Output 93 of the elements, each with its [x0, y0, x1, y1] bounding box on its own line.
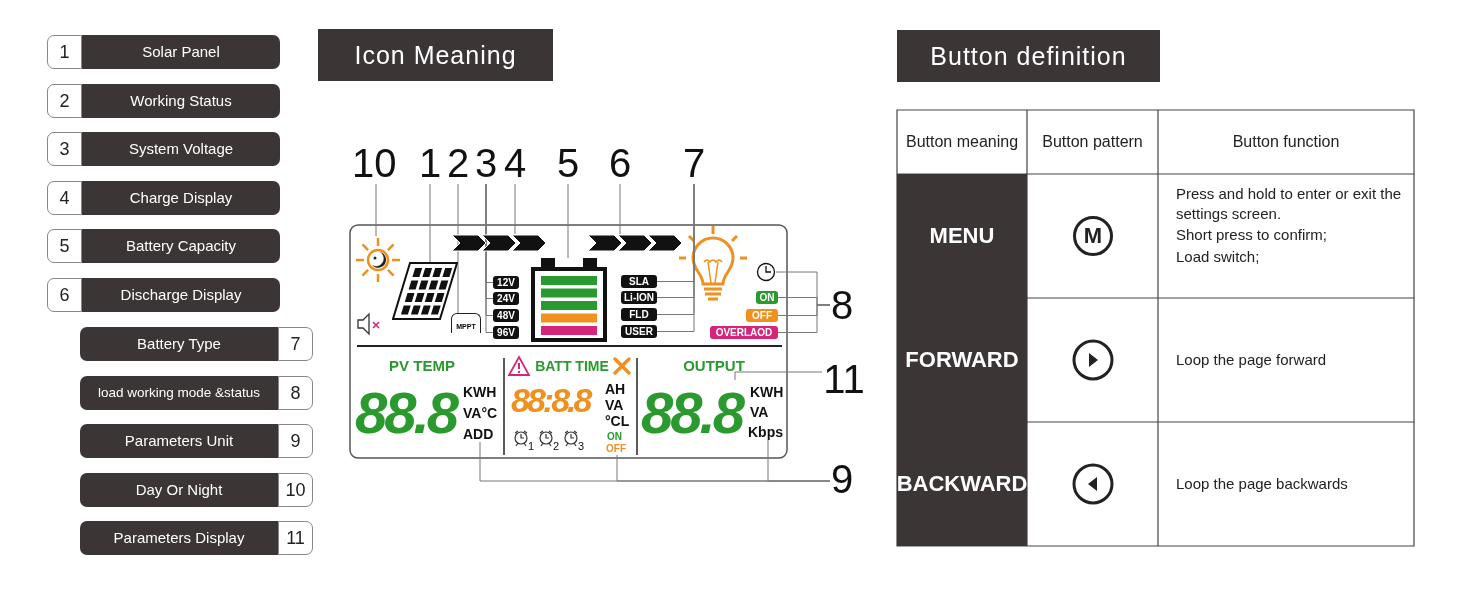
- section-label: OUTPUT: [682, 357, 746, 375]
- number-tab: 11: [278, 521, 313, 555]
- indicator-tag: 48V: [493, 309, 519, 322]
- callout-number: 4: [503, 142, 527, 184]
- solar-panel-icon: [392, 262, 458, 320]
- callout-number: 5: [556, 142, 580, 184]
- number-tab: 8: [278, 376, 313, 410]
- function-text: Press and hold to enter or exit the settings screen.: [1176, 184, 1403, 223]
- indicator-tag: FLD: [621, 308, 657, 321]
- leader-line: [375, 183, 377, 237]
- function-text: Load switch;: [1176, 246, 1261, 266]
- label-bar: Battery Capacity: [82, 229, 280, 263]
- leader-line: [734, 371, 823, 381]
- label-bar: Discharge Display: [82, 278, 280, 312]
- seven-segment-digits: 88:8.8: [511, 381, 592, 419]
- callout-number: 11: [822, 358, 866, 400]
- leader-line: [514, 183, 516, 235]
- indicator-tag: OFF: [746, 309, 778, 322]
- leader-line: [429, 183, 431, 263]
- callout-number: 9: [830, 458, 854, 500]
- alarm-number: 1: [528, 440, 536, 453]
- function-text: Short press to confirm;: [1176, 225, 1328, 245]
- label-bar: Solar Panel: [82, 35, 280, 69]
- unit-text: °CL: [605, 413, 631, 429]
- label-bar: load working mode &status: [80, 376, 278, 410]
- column-header: Button function: [1231, 132, 1341, 152]
- unit-text: KWH: [750, 384, 785, 400]
- callout-number: 2: [446, 142, 470, 184]
- label-bar: Battery Type: [80, 327, 278, 361]
- unit-text: KWH: [463, 384, 498, 400]
- indicator-tag: 96V: [493, 326, 519, 339]
- indicator-tag: 24V: [493, 292, 519, 305]
- clock-icon: [756, 262, 776, 282]
- number-tab: 5: [47, 229, 82, 263]
- indicator-tag: SLA: [621, 275, 657, 288]
- column-header: Button meaning: [904, 132, 1020, 152]
- unit-text: VA°C: [463, 405, 499, 421]
- indicator-tag: OVERLAOD: [710, 326, 778, 339]
- function-text: Loop the page backwards: [1176, 474, 1349, 494]
- label-bar: System Voltage: [82, 132, 280, 166]
- unit-text: VA: [605, 397, 625, 413]
- indicator-tag: 12V: [493, 276, 519, 289]
- alarm-number: 3: [578, 440, 586, 453]
- number-tab: 2: [47, 84, 82, 118]
- alarm-number: 2: [553, 440, 561, 453]
- number-tab: 1: [47, 35, 82, 69]
- section-heading: Icon Meaning: [318, 29, 553, 81]
- row-heading: BACKWARD: [897, 422, 1027, 546]
- number-tab: 3: [47, 132, 82, 166]
- battery-icon: [531, 258, 607, 342]
- seven-segment-digits: 88.8: [355, 380, 458, 446]
- label-bar: Charge Display: [82, 181, 280, 215]
- charge-arrow-icon: [452, 234, 548, 252]
- status-text: ON: [607, 431, 623, 443]
- number-tab: 7: [278, 327, 313, 361]
- seven-segment-digits: 88.8: [641, 380, 747, 446]
- indicator-tag: ON: [756, 291, 778, 304]
- label-bar: Day Or Night: [80, 473, 278, 507]
- callout-number: 8: [830, 284, 854, 326]
- number-tab: 6: [47, 278, 82, 312]
- leader-line: [619, 183, 621, 235]
- callout-number: 6: [608, 142, 632, 184]
- leader-line: [567, 183, 569, 259]
- callout-number: 1: [418, 142, 442, 184]
- indicator-tag: Li-ION: [621, 291, 657, 304]
- unit-text: AH: [605, 381, 627, 397]
- callout-number: 10: [352, 142, 396, 184]
- menu-button-icon: M: [1073, 216, 1113, 256]
- row-heading: MENU: [897, 174, 1027, 298]
- number-tab: 4: [47, 181, 82, 215]
- label-bar: Parameters Display: [80, 521, 278, 555]
- label-bar: Working Status: [82, 84, 280, 118]
- callout-number: 7: [682, 142, 706, 184]
- status-text: OFF: [606, 443, 628, 455]
- indicator-tag: USER: [621, 325, 657, 338]
- section-label: BATT TIME: [534, 357, 610, 375]
- section-heading: Button definition: [897, 30, 1160, 82]
- leader-line: [457, 183, 459, 314]
- unit-text: Kbps: [748, 424, 788, 440]
- unit-text: VA: [750, 404, 770, 420]
- unit-text: ADD: [463, 426, 497, 442]
- leader-line: [777, 304, 831, 333]
- column-header: Button pattern: [1041, 132, 1144, 152]
- function-text: Loop the page forward: [1176, 350, 1328, 370]
- label-bar: Parameters Unit: [80, 424, 278, 458]
- number-tab: 10: [278, 473, 313, 507]
- section-label: PV TEMP: [388, 357, 456, 375]
- callout-number: 3: [474, 142, 498, 184]
- sun-moon-icon: [354, 236, 402, 284]
- number-tab: 9: [278, 424, 313, 458]
- leader-line: [767, 439, 831, 482]
- row-heading: FORWARD: [897, 298, 1027, 422]
- discharge-arrow-icon: [588, 234, 684, 252]
